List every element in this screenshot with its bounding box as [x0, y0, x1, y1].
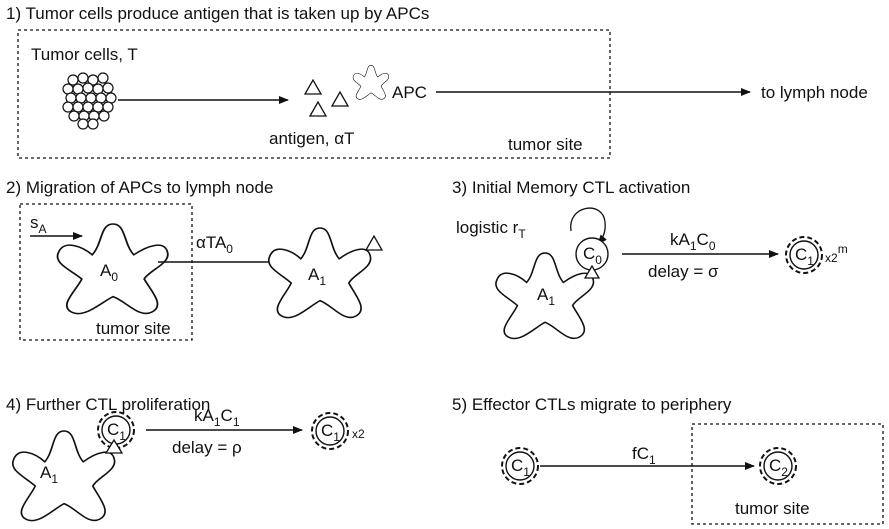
tumor-site-box-2	[19, 203, 193, 341]
c2-label: C2	[769, 456, 788, 479]
s-a-label: sA	[30, 213, 47, 236]
x2-label: x2	[352, 427, 365, 441]
apc-star-a0	[56, 223, 169, 315]
c1-label-panel5: C1	[511, 456, 530, 479]
c1-label-panel3: C1	[795, 245, 814, 268]
logistic-label: logistic rT	[456, 218, 526, 241]
delay-rho-label: delay = ρ	[172, 438, 242, 457]
to-lymph-label: to lymph node	[761, 83, 868, 102]
apc-star-a1-panel2	[267, 227, 372, 319]
tumor-site-label-2: tumor site	[96, 319, 171, 338]
c1-label-panel4: C1	[321, 421, 340, 444]
antigen-triangle-panel3	[583, 264, 601, 279]
c1-bound-label: C1	[107, 420, 126, 443]
apc-label: APC	[392, 83, 427, 102]
tumor-cells-cluster	[62, 72, 117, 130]
panel-2-title: 2) Migration of APCs to lymph node	[6, 178, 273, 197]
tumor-site-label-5: tumor site	[735, 499, 810, 518]
apc-star-a1-panel4	[11, 430, 116, 522]
a1-label-panel4: A1	[40, 463, 58, 486]
apc-star-1	[352, 64, 390, 100]
tumor-cells-label: Tumor cells, T	[31, 45, 138, 64]
panel-1-title: 1) Tumor cells produce antigen that is t…	[6, 4, 429, 23]
delay-sigma-label: delay = σ	[648, 262, 719, 281]
fc1-label: fC1	[632, 444, 656, 467]
antigen-triangle-panel2	[364, 234, 384, 251]
tumor-site-box-5	[691, 423, 884, 525]
panel-5-title: 5) Effector CTLs migrate to periphery	[452, 395, 732, 414]
ka1c0-label: kA1C0	[670, 230, 716, 253]
panel-3-title: 3) Initial Memory CTL activation	[452, 178, 690, 197]
antigen-triangle-panel4	[104, 438, 124, 454]
a1-label-panel2: A1	[308, 265, 326, 288]
a1-label-panel3: A1	[537, 285, 555, 308]
tumor-site-box-1	[17, 29, 611, 159]
a0-label: A0	[100, 261, 118, 284]
logistic-loop-arrow	[570, 207, 607, 245]
panel-4-title: 4) Further CTL proliferation	[6, 395, 210, 414]
c0-label: C0	[583, 244, 602, 267]
tumor-site-label-1: tumor site	[508, 135, 583, 154]
ka1c1-label: kA1C1	[194, 406, 240, 429]
alpha-ta0-label: αTA0	[196, 233, 233, 256]
antigen-label: antigen, αT	[269, 129, 354, 148]
x2m-label: x2m	[825, 242, 848, 265]
antigen-triangles	[303, 78, 350, 117]
